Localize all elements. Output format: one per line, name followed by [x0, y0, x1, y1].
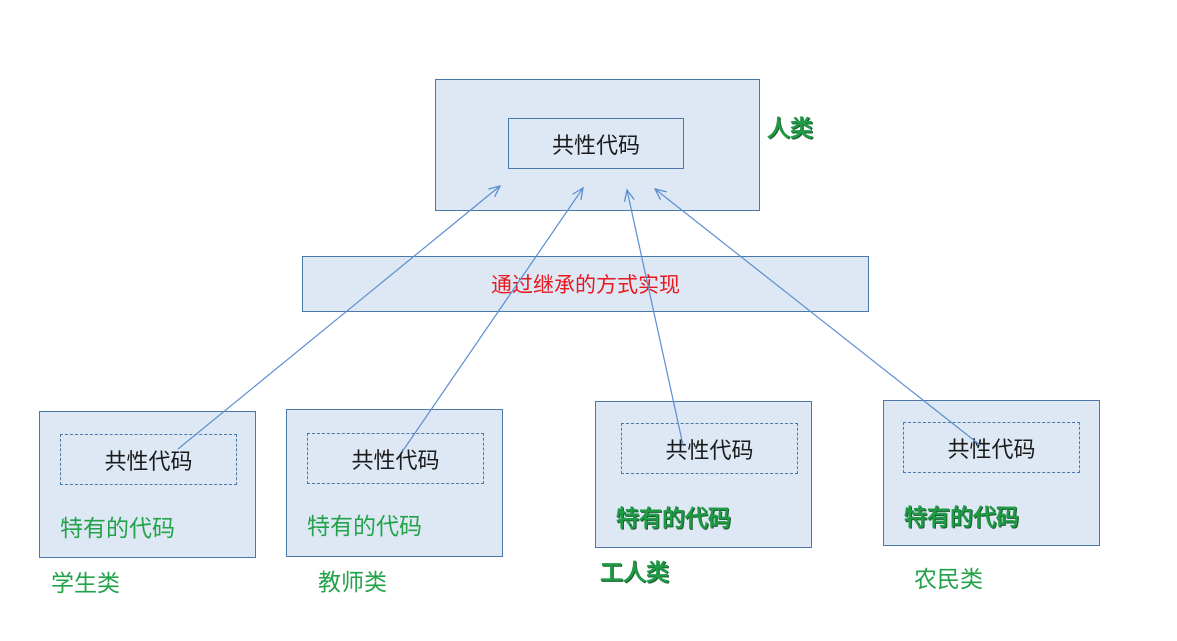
child-common-code-text: 共性代码 — [351, 448, 440, 474]
child-class-box-farmer: 共性代码 特有的代码 — [883, 400, 1100, 546]
child-class-box-student: 共性代码 特有的代码 — [39, 411, 256, 558]
parent-class-box: 共性代码 — [435, 79, 760, 211]
child-class-label-student: 学生类 — [51, 571, 120, 597]
child-class-label-farmer: 农民类 — [914, 567, 983, 593]
child-common-code-text: 共性代码 — [947, 437, 1036, 463]
parent-common-code-box: 共性代码 — [508, 118, 684, 169]
child-specific-code-text: 特有的代码 — [60, 516, 175, 542]
inheritance-banner-text: 通过继承的方式实现 — [491, 273, 680, 297]
child-common-code-text: 共性代码 — [104, 449, 193, 475]
parent-common-code-text: 共性代码 — [551, 133, 640, 159]
child-common-code-box: 共性代码 — [307, 433, 484, 484]
child-common-code-text: 共性代码 — [665, 438, 754, 464]
child-class-label-teacher: 教师类 — [318, 570, 387, 596]
child-specific-code-text: 特有的代码 — [307, 514, 422, 540]
child-common-code-box: 共性代码 — [621, 423, 798, 474]
child-class-box-teacher: 共性代码 特有的代码 — [286, 409, 503, 557]
child-class-box-worker: 共性代码 特有的代码 — [595, 401, 812, 548]
child-class-label-worker: 工人类 — [600, 560, 669, 586]
child-specific-code-text: 特有的代码 — [616, 506, 731, 532]
child-specific-code-text: 特有的代码 — [904, 505, 1019, 531]
child-common-code-box: 共性代码 — [60, 434, 237, 485]
child-common-code-box: 共性代码 — [903, 422, 1080, 473]
inheritance-banner: 通过继承的方式实现 — [302, 256, 869, 312]
parent-class-label: 人类 — [767, 116, 813, 142]
